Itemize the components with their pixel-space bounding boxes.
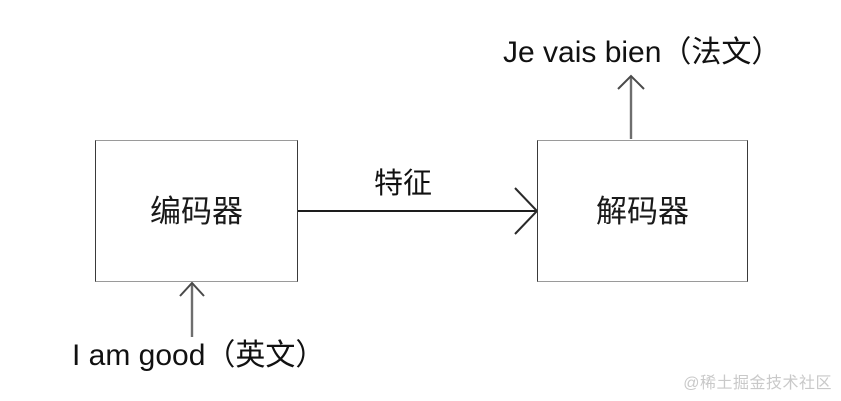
english-input-label: I am good（英文） <box>72 339 326 372</box>
encoder-node[interactable]: 编码器 <box>95 140 298 282</box>
feature-edge-label: 特征 <box>374 168 433 200</box>
arrow-decoder-to-output <box>617 74 645 139</box>
french-output-label: Je vais bien（法文） <box>503 36 782 69</box>
decoder-label: 解码器 <box>596 193 689 229</box>
watermark: @稀土掘金技术社区 <box>683 375 832 392</box>
encoder-label: 编码器 <box>150 193 243 229</box>
arrow-input-to-encoder <box>179 281 205 337</box>
decoder-node[interactable]: 解码器 <box>537 140 748 282</box>
